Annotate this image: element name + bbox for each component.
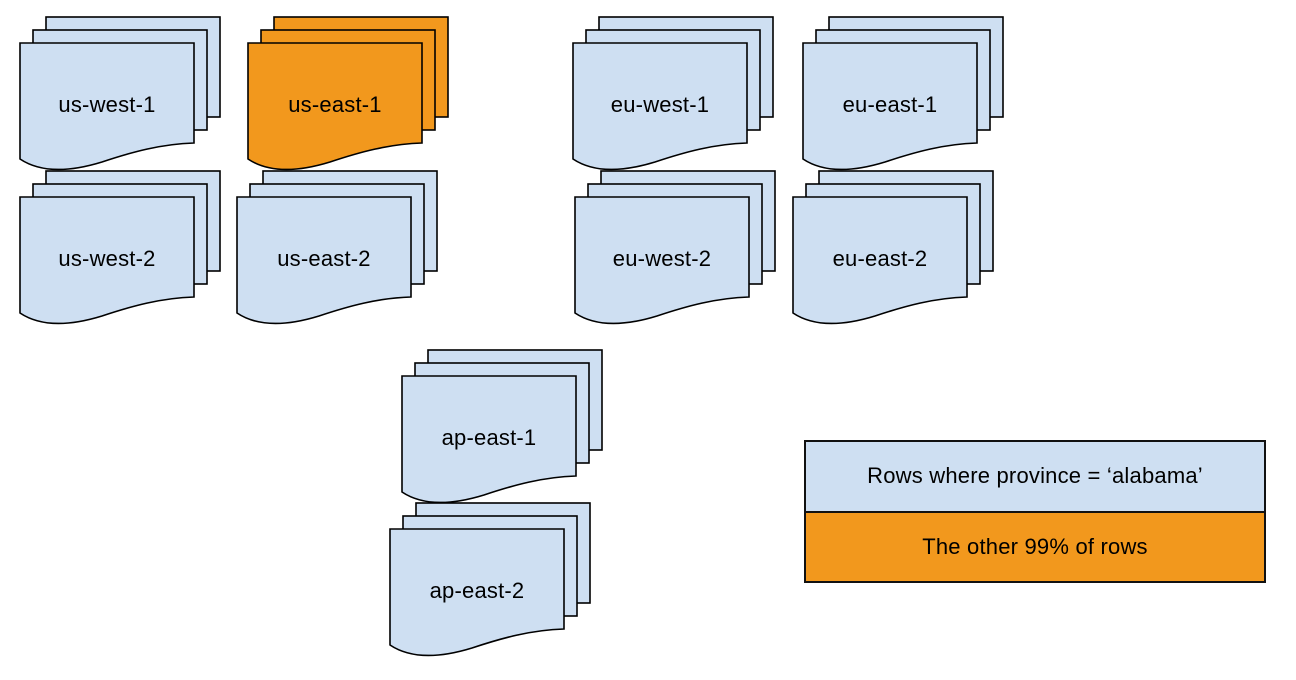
legend-item-other-rows: The other 99% of rows <box>806 510 1264 581</box>
legend-item-label: Rows where province = ‘alabama’ <box>867 463 1203 489</box>
document-stack-icon <box>236 170 438 325</box>
document-stack-icon <box>574 170 776 325</box>
region-stack-eu-west-1: eu-west-1 <box>572 16 774 172</box>
legend-item-alabama-rows: Rows where province = ‘alabama’ <box>806 442 1264 511</box>
legend-item-label: The other 99% of rows <box>922 533 1148 559</box>
front-document-icon <box>572 42 748 171</box>
front-document-icon <box>19 42 195 171</box>
region-stack-us-east-2: us-east-2 <box>236 170 438 326</box>
region-stack-eu-west-2: eu-west-2 <box>574 170 776 326</box>
front-document-icon <box>236 196 412 325</box>
document-stack-icon <box>389 502 591 657</box>
front-document-icon <box>792 196 968 325</box>
front-document-icon <box>802 42 978 171</box>
front-document-icon <box>401 375 577 504</box>
region-stack-eu-east-2: eu-east-2 <box>792 170 994 326</box>
document-stack-icon <box>572 16 774 171</box>
legend: Rows where province = ‘alabama’ The othe… <box>804 440 1266 583</box>
front-document-icon <box>19 196 195 325</box>
region-stack-us-west-1: us-west-1 <box>19 16 221 172</box>
region-stack-ap-east-1: ap-east-1 <box>401 349 603 505</box>
region-stack-us-east-1: us-east-1 <box>247 16 449 172</box>
document-stack-icon <box>19 16 221 171</box>
front-document-icon <box>389 528 565 657</box>
document-stack-icon <box>19 170 221 325</box>
front-document-icon <box>574 196 750 325</box>
document-stack-icon <box>247 16 449 171</box>
region-stack-us-west-2: us-west-2 <box>19 170 221 326</box>
document-stack-icon <box>792 170 994 325</box>
region-stack-ap-east-2: ap-east-2 <box>389 502 591 658</box>
document-stack-icon <box>401 349 603 504</box>
region-stack-eu-east-1: eu-east-1 <box>802 16 1004 172</box>
document-stack-icon <box>802 16 1004 171</box>
front-document-icon <box>247 42 423 171</box>
